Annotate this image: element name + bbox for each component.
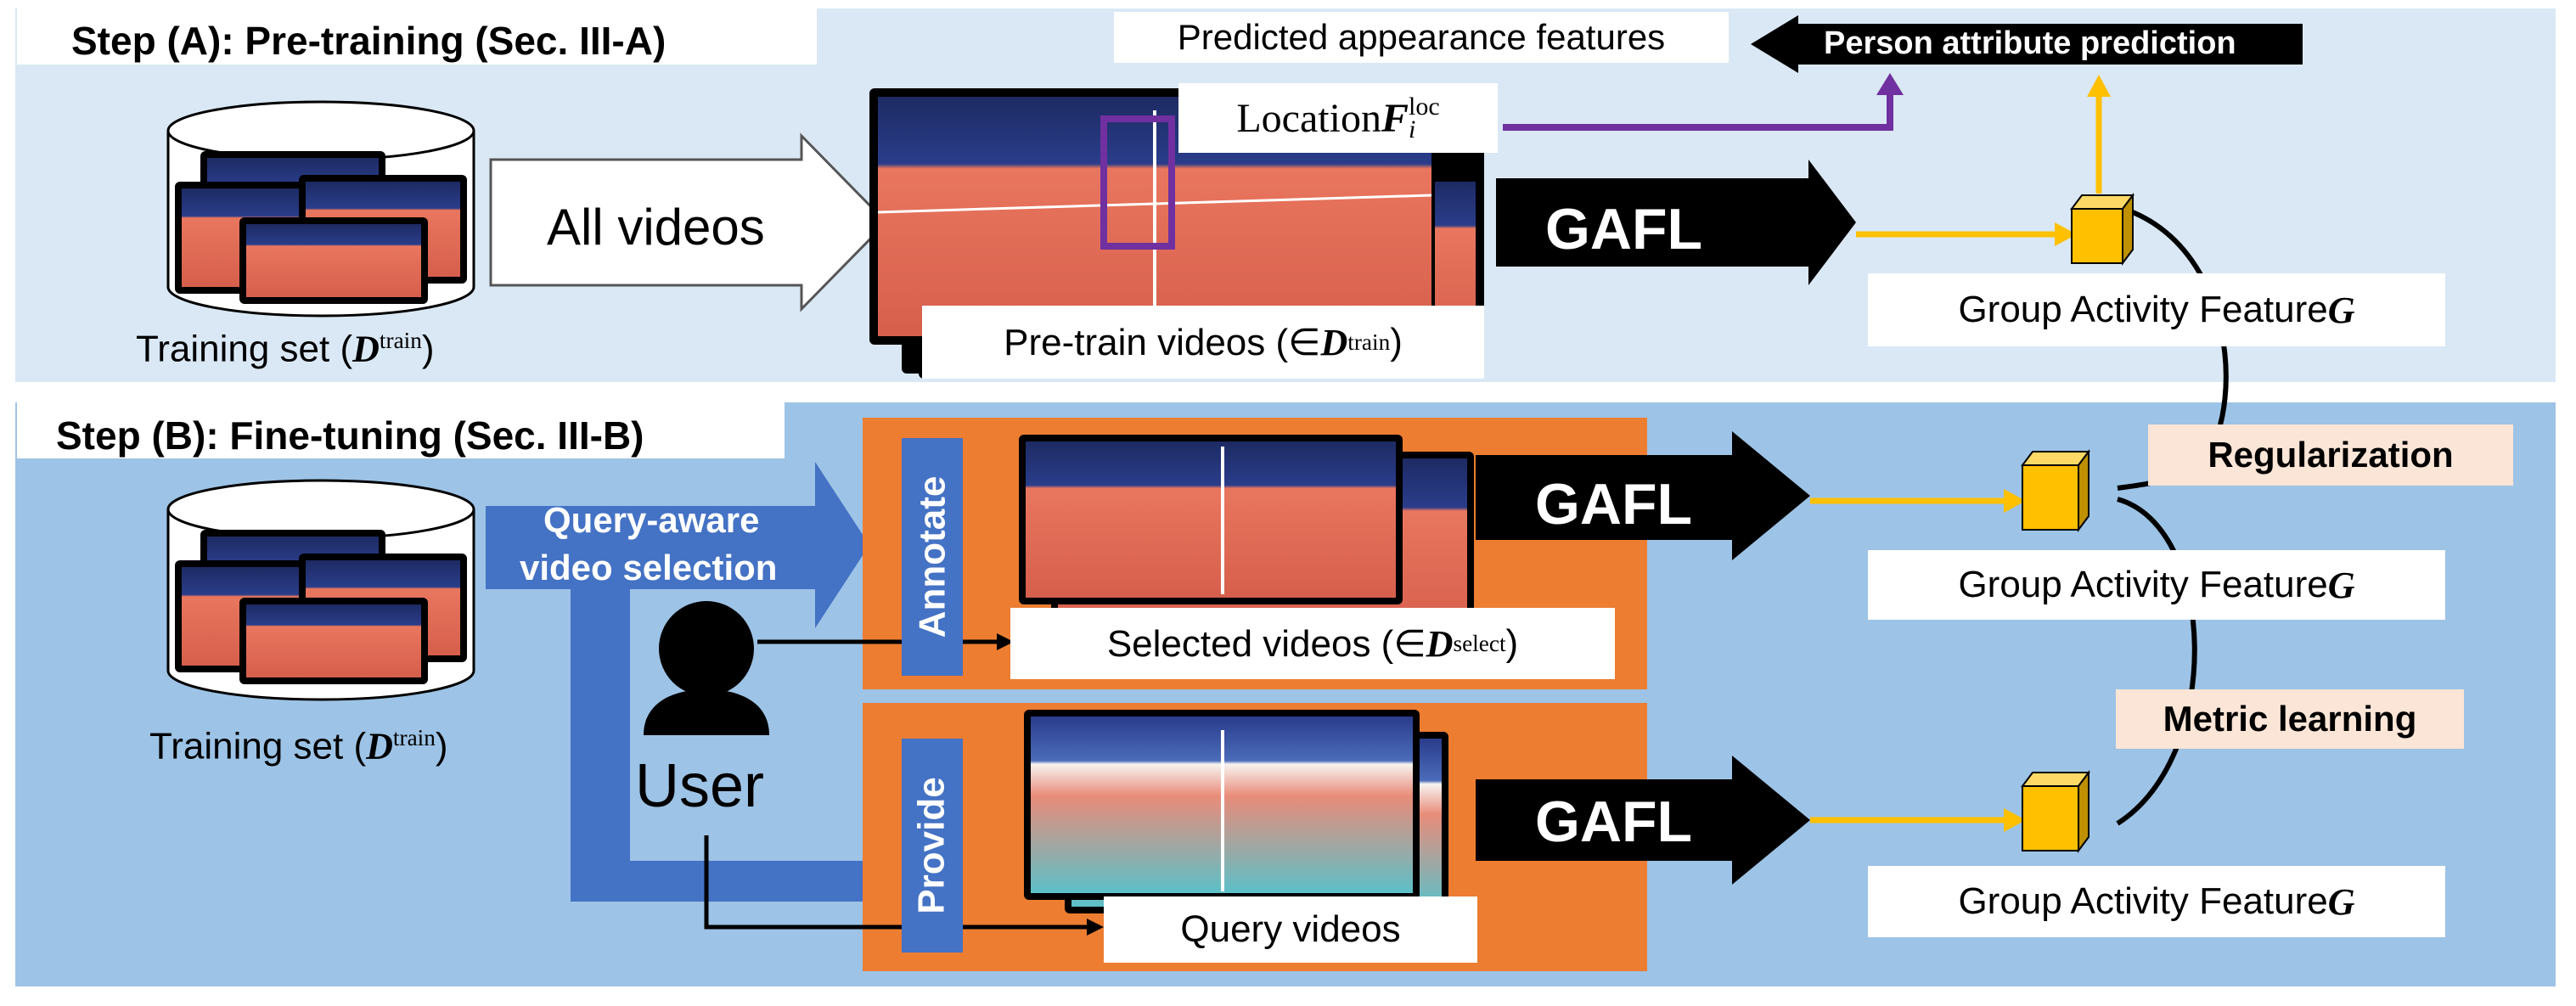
- selected-text: Selected videos (∈: [1106, 622, 1426, 665]
- step-b-heading-background: [17, 402, 785, 458]
- selected-symbol: D: [1426, 622, 1454, 665]
- location-text: Location: [1236, 95, 1381, 141]
- feature-box-b2: Group Activity Feature G: [1868, 866, 2445, 937]
- location-sup: loc: [1408, 93, 1440, 121]
- feature-symbol-b1: G: [2327, 564, 2355, 606]
- query-videos-box: Query videos: [1104, 896, 1477, 963]
- query-selection-line2: video selection: [520, 548, 778, 587]
- location-sub: i: [1408, 115, 1416, 143]
- feature-box-b1: Group Activity Feature G: [1868, 550, 2445, 620]
- user-person-icon: [644, 601, 769, 735]
- pretrain-symbol: D: [1320, 321, 1348, 363]
- regularization-tag: Regularization: [2148, 424, 2513, 486]
- metric-learning-curve: [2116, 497, 2197, 826]
- feature-text-b1: Group Activity Feature: [1958, 564, 2328, 605]
- all-videos-label: All videos: [547, 199, 765, 256]
- training-set-close-b: ): [435, 725, 448, 767]
- annotate-text: Annotate: [911, 475, 953, 638]
- selected-video-stack: [1019, 435, 1474, 640]
- feature-cube-b1: [2021, 449, 2090, 532]
- metric-learning-tag: Metric learning: [2116, 689, 2464, 749]
- step-a-heading: Step (A): Pre-training (Sec. III-A): [71, 19, 666, 63]
- step-b-heading: Step (B): Fine-tuning (Sec. III-B): [56, 413, 644, 458]
- training-set-sup-b: train: [392, 725, 436, 750]
- feature-symbol-b2: G: [2327, 880, 2355, 923]
- location-link-line: [1503, 92, 1893, 131]
- training-set-label-a: Training set (Dtrain): [136, 329, 435, 368]
- feature-text-b2: Group Activity Feature: [1958, 880, 2328, 922]
- gafl-arrow-b1: [1476, 431, 1810, 560]
- provide-text: Provide: [911, 777, 953, 914]
- selected-sup: select: [1453, 630, 1506, 656]
- training-set-sup-a: train: [379, 328, 422, 353]
- feature-box-a: Group Activity Feature G: [1868, 273, 2445, 346]
- selected-close: ): [1505, 622, 1519, 664]
- step-b-panel-top-right: [2021, 404, 2554, 411]
- step-a-heading-background: [17, 8, 817, 65]
- feature-symbol-a: G: [2327, 289, 2355, 331]
- training-set-label-b: Training set (Dtrain): [149, 725, 448, 767]
- gafl-label-a: GAFL: [1545, 197, 1703, 261]
- location-arrowhead: [1876, 73, 1904, 95]
- gafl-arrow-b2: [1476, 756, 1810, 885]
- query-selection-path: [486, 462, 883, 902]
- training-set-symbol-a: D: [352, 328, 380, 370]
- all-videos-arrow: [489, 132, 889, 312]
- feature-cube-b2: [2021, 770, 2090, 853]
- training-set-database-a: [166, 100, 475, 318]
- user-label: User: [635, 752, 765, 820]
- pretrain-text: Pre-train videos (∈: [1004, 321, 1321, 363]
- location-symbol: F: [1381, 95, 1409, 141]
- feature-text-a: Group Activity Feature: [1958, 289, 2328, 330]
- feature-cube-a: [2070, 193, 2134, 266]
- query-video-stack: [1024, 710, 1448, 913]
- training-set-close-a: ): [421, 328, 435, 370]
- training-set-text-b: Training set (: [149, 725, 367, 767]
- gafl-label-b1: GAFL: [1535, 472, 1693, 537]
- gafl-arrow-a: [1496, 160, 1856, 285]
- training-set-symbol-b: D: [366, 725, 393, 767]
- predicted-features-box: Predicted appearance features: [1114, 12, 1729, 63]
- attribute-prediction-label: Person attribute prediction: [1824, 25, 2236, 61]
- pretrain-close: ): [1390, 321, 1403, 362]
- person-attribute-arrow: [1751, 15, 2303, 73]
- training-set-text-a: Training set (: [136, 328, 353, 370]
- gafl-label-b2: GAFL: [1535, 790, 1693, 854]
- training-set-database-b: [166, 479, 475, 701]
- query-selection-line1: Query-aware: [543, 500, 760, 540]
- pretrain-sup: train: [1347, 329, 1391, 355]
- provide-tab: Provide: [902, 739, 963, 953]
- annotate-tab: Annotate: [902, 438, 963, 676]
